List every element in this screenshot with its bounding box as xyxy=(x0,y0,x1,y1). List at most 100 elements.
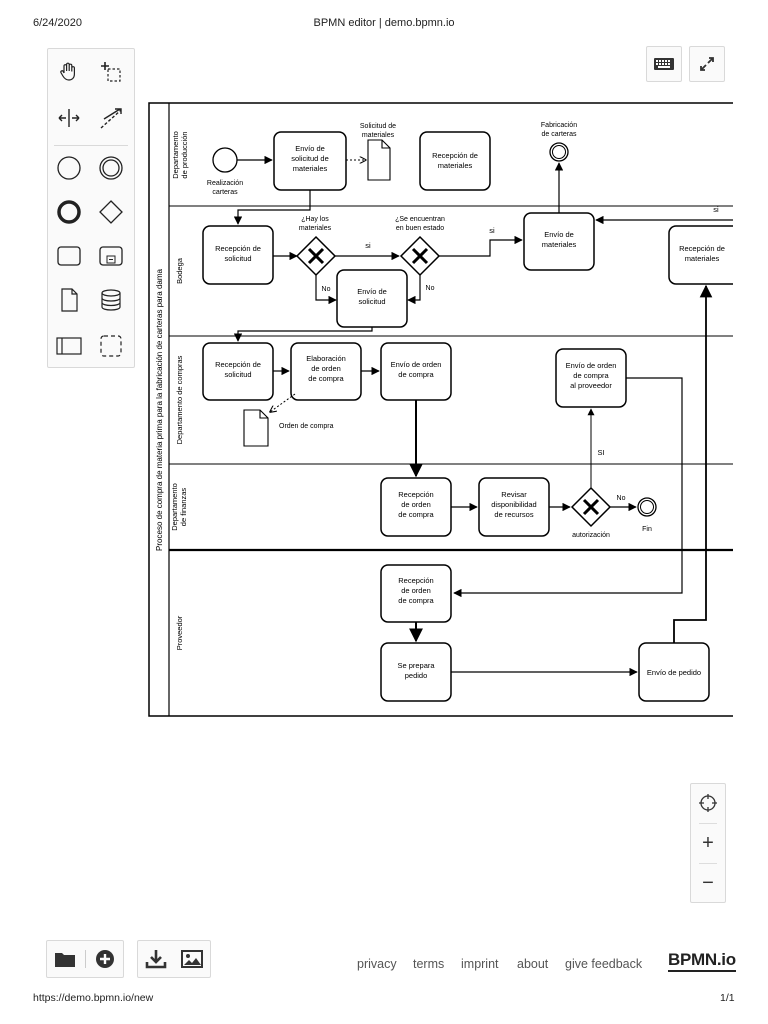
data-object-orden-compra[interactable] xyxy=(243,409,269,447)
flow-label-no-finanzas: No xyxy=(617,495,626,502)
flow-label-no-2: No xyxy=(426,285,435,292)
bpmn-io-logo[interactable]: BPMN.io xyxy=(668,950,736,972)
fullscreen-button[interactable] xyxy=(689,46,725,82)
flow-label-si-finanzas: SI xyxy=(597,448,604,457)
task-recepcion-materiales-bodega[interactable] xyxy=(668,225,733,285)
data-object-orden-compra-label: Orden de compra xyxy=(279,423,334,430)
start-event[interactable] xyxy=(212,147,238,173)
sequence-flow[interactable] xyxy=(453,377,683,598)
connect-tool-icon[interactable] xyxy=(96,103,126,133)
hand-tool-icon[interactable] xyxy=(54,57,84,87)
lane-produccion-label: Departamentode producción xyxy=(171,131,189,179)
download-icon xyxy=(145,950,167,969)
flow-label-si-3: si xyxy=(713,205,719,214)
gateway-autorizacion[interactable] xyxy=(570,486,612,528)
task-envio-pedido-label: Envío de pedido xyxy=(647,668,701,677)
flow-label-no-1: No xyxy=(322,286,331,293)
zoom-separator xyxy=(699,863,717,864)
file-toolbar xyxy=(46,940,124,978)
zoom-out-button[interactable]: − xyxy=(702,871,714,894)
about-link[interactable]: about xyxy=(517,957,549,971)
print-url: https://demo.bpmn.io/new xyxy=(33,992,154,1004)
data-store-icon[interactable] xyxy=(96,285,126,315)
lane-bodega-label: Bodega xyxy=(175,257,184,284)
expand-icon xyxy=(700,57,714,71)
end-event-fin-label: Fin xyxy=(642,526,652,533)
keyboard-shortcuts-button[interactable] xyxy=(646,46,682,82)
task-icon[interactable] xyxy=(54,241,84,271)
task-recepcion-materiales-produccion[interactable] xyxy=(419,131,491,191)
privacy-link[interactable]: privacy xyxy=(357,957,397,971)
plus-circle-icon xyxy=(96,950,114,968)
gateway-icon[interactable] xyxy=(96,197,126,227)
print-page-number: 1/1 xyxy=(720,992,735,1004)
pool[interactable] xyxy=(148,102,733,717)
end-event-fin[interactable] xyxy=(637,497,657,517)
palette-separator xyxy=(54,145,128,146)
pool-label: Proceso de compra de materia prima para … xyxy=(155,268,164,550)
gateway-autorizacion-label: autorización xyxy=(572,532,610,539)
sequence-flow[interactable] xyxy=(315,275,337,305)
data-object-solicitud[interactable] xyxy=(367,139,391,181)
end-event-fabricacion[interactable] xyxy=(549,142,569,162)
lane-compras-label: Departamento de compras xyxy=(175,355,184,444)
new-diagram-button[interactable] xyxy=(87,941,123,977)
crosshair-icon xyxy=(699,794,717,812)
subprocess-icon[interactable] xyxy=(96,241,126,271)
lane-proveedor-label: Proveedor xyxy=(175,615,184,650)
zoom-in-button[interactable]: + xyxy=(702,831,714,854)
gateway-hay-materiales[interactable] xyxy=(295,235,337,277)
imprint-link[interactable]: imprint xyxy=(461,957,499,971)
zoom-controls: + − xyxy=(690,783,726,903)
download-bpmn-button[interactable] xyxy=(138,941,174,977)
task-recepcion-solicitud-bodega[interactable] xyxy=(202,225,274,285)
folder-icon xyxy=(55,953,75,967)
end-event-icon[interactable] xyxy=(54,197,84,227)
lasso-tool-icon[interactable] xyxy=(96,57,126,87)
feedback-link[interactable]: give feedback xyxy=(565,957,643,971)
pool-icon[interactable] xyxy=(54,331,84,361)
flow-label-si-2: si xyxy=(489,226,495,235)
sequence-flow[interactable] xyxy=(407,275,421,305)
data-object-icon[interactable] xyxy=(54,285,84,315)
intermediate-event-icon[interactable] xyxy=(96,153,126,183)
start-event-icon[interactable] xyxy=(54,153,84,183)
sequence-flow[interactable] xyxy=(439,235,523,257)
data-association[interactable] xyxy=(270,393,296,412)
sequence-flow[interactable] xyxy=(673,284,713,643)
sequence-flow[interactable] xyxy=(233,190,311,225)
sequence-flow[interactable] xyxy=(233,327,373,342)
image-icon xyxy=(181,950,203,968)
gateway-buen-estado[interactable] xyxy=(399,235,441,277)
space-tool-icon[interactable] xyxy=(54,103,84,133)
lane-finanzas-label: Departamentode finanzas xyxy=(170,483,188,531)
tool-palette xyxy=(47,48,135,368)
reset-zoom-button[interactable] xyxy=(691,784,725,822)
export-toolbar xyxy=(137,940,211,978)
print-title: BPMN editor | demo.bpmn.io xyxy=(313,17,455,29)
download-image-button[interactable] xyxy=(174,941,210,977)
flow-label-si-1: si xyxy=(365,241,371,250)
terms-link[interactable]: terms xyxy=(413,957,445,971)
group-icon[interactable] xyxy=(96,331,126,361)
open-file-button[interactable] xyxy=(47,941,83,977)
